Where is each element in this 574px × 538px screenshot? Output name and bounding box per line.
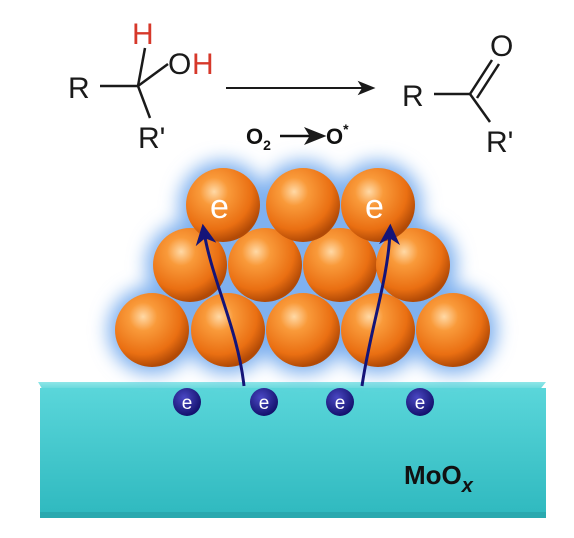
o2-label: O2 <box>246 124 271 153</box>
interface-electron-1-label: e <box>182 393 193 414</box>
reactant-alcohol: R H O H R' <box>68 18 214 155</box>
active-electron-left: e <box>210 188 229 226</box>
sphere-row3-5 <box>416 293 490 367</box>
sphere-row3-4 <box>341 293 415 367</box>
interface-electron-3-label: e <box>335 393 346 414</box>
substrate-bottom-edge <box>40 512 546 518</box>
interface-electron-3 <box>326 388 354 416</box>
interface-electron-1 <box>173 388 201 416</box>
double-bond-line-1 <box>468 59 494 95</box>
product-r-label: R <box>402 80 424 113</box>
substrate-front-face <box>40 388 546 516</box>
bond-c-h <box>136 47 147 87</box>
nanoparticle <box>115 168 490 367</box>
electron-transfer-arrow-left <box>195 223 246 387</box>
sphere-row2-3 <box>303 228 377 302</box>
sphere-row2-4 <box>376 228 450 302</box>
sphere-row3-2 <box>191 293 265 367</box>
interface-electron-4 <box>406 388 434 416</box>
sphere-row1-1 <box>186 168 260 242</box>
double-bond-line-2 <box>475 63 501 99</box>
reactant-r-label: R <box>68 72 90 105</box>
sphere-row2-2 <box>228 228 302 302</box>
sphere-row3-3 <box>266 293 340 367</box>
reactant-h-label: H <box>132 18 154 51</box>
o-star-label: O* <box>326 121 349 149</box>
product-o-label: O <box>490 30 513 63</box>
substrate-label: MoOx <box>404 460 474 497</box>
interface-electron-2-label: e <box>259 393 270 414</box>
reactant-oh-h-label: H <box>192 48 214 81</box>
reactant-o-label: O <box>168 48 191 81</box>
bond-c-rprime-product <box>468 93 492 123</box>
bond-c-o <box>137 62 169 88</box>
sphere-row1-3 <box>341 168 415 242</box>
sphere-row3-1 <box>115 293 189 367</box>
oxygen-activation-label: O2 O* <box>246 121 349 153</box>
electron-transfer-arrow-right <box>360 223 400 387</box>
reactant-rprime-label: R' <box>138 122 165 155</box>
product-ketone: R O R' <box>402 30 513 159</box>
interface-electron-2 <box>250 388 278 416</box>
sphere-row1-2 <box>266 168 340 242</box>
bond-c-rprime <box>136 85 152 119</box>
product-rprime-label: R' <box>486 126 513 159</box>
moox-substrate: MoOx <box>38 382 546 518</box>
interface-electron-4-label: e <box>415 393 426 414</box>
interface-electrons: e e e e <box>173 388 434 416</box>
active-electron-right: e <box>365 188 384 226</box>
